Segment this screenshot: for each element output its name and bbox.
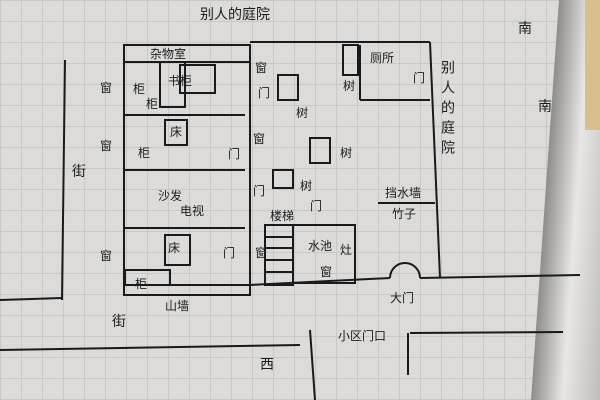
south-label: 南 — [518, 21, 532, 37]
south-label-2: 南 — [538, 99, 552, 115]
window-label-4: 窗 — [255, 61, 268, 75]
water-wall-label: 挡水墙 — [385, 186, 422, 200]
door-label-3: 门 — [253, 184, 266, 198]
street-label-2: 街 — [112, 314, 126, 330]
window-label-3: 窗 — [100, 249, 113, 263]
window-label-7: 窗 — [320, 265, 333, 279]
tree-label: 树 — [296, 106, 309, 120]
community-gate-label: 小区门口 — [338, 329, 387, 343]
window-label-5: 窗 — [253, 132, 266, 146]
window-label-6: 窗 — [255, 246, 268, 260]
sofa-label: 沙发 — [158, 189, 183, 203]
sink-label: 水池 — [308, 239, 333, 253]
desk-label: 书柜 — [168, 74, 193, 88]
window-label-2: 窗 — [100, 139, 113, 153]
cabinet-label-3: 柜 — [138, 146, 151, 160]
bed-label-2: 床 — [168, 241, 181, 255]
gable-wall-label: 山墙 — [165, 299, 190, 313]
courtyard-side-title: 别人的庭院 — [439, 60, 455, 160]
tv-label: 电视 — [180, 204, 205, 218]
storage-room-label: 杂物室 — [150, 47, 187, 61]
door-label-6: 门 — [413, 71, 426, 85]
street-lines — [0, 59, 564, 400]
stove-label: 灶 — [340, 243, 353, 257]
window-label: 窗 — [100, 81, 113, 95]
street-label: 街 — [72, 164, 86, 180]
door-label: 门 — [258, 86, 271, 100]
door-label-5: 门 — [310, 199, 323, 213]
wooden-table — [585, 0, 600, 130]
house-walls — [123, 44, 251, 296]
bed-label: 床 — [170, 125, 183, 139]
tree-label-4: 树 — [343, 79, 356, 93]
door-label-4: 门 — [223, 246, 236, 260]
bamboo-label: 竹子 — [392, 207, 417, 221]
courtyard-walls — [249, 41, 581, 286]
stairs-label: 楼梯 — [270, 209, 295, 223]
tree-label-3: 树 — [300, 179, 313, 193]
tree-label-2: 树 — [340, 146, 353, 160]
door-label-2: 门 — [228, 147, 241, 161]
plan-title: 别人的庭院 — [200, 7, 270, 23]
cabinet-label-4: 柜 — [135, 277, 148, 291]
cabinet-label: 柜 — [133, 82, 146, 96]
toilet-label: 厕所 — [370, 51, 395, 65]
cabinet-label-2: 柜 — [146, 97, 159, 111]
west-label: 西 — [260, 357, 274, 373]
main-gate-label: 大门 — [390, 291, 415, 305]
